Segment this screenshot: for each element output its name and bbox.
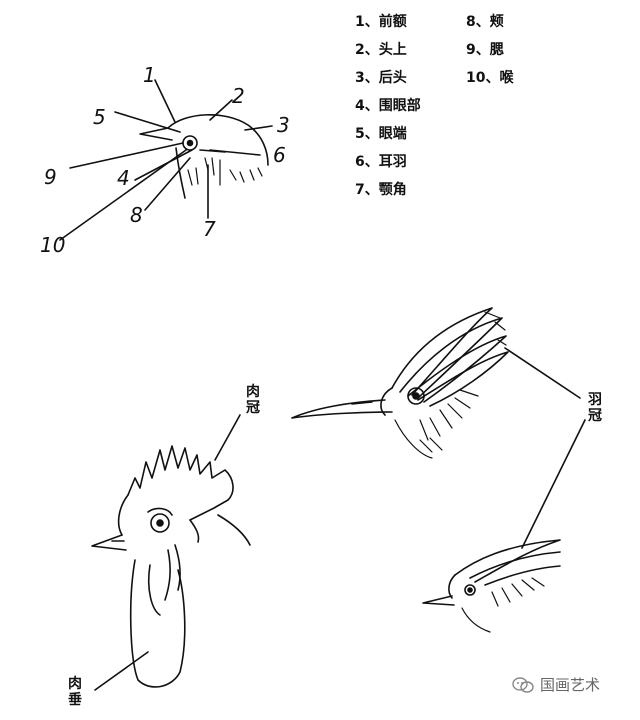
- legend-item: 8、颊: [466, 14, 504, 30]
- watermark: 国画艺术: [512, 674, 600, 695]
- legend-item: 5、眼端: [355, 126, 407, 142]
- part-number-2: 2: [232, 84, 245, 108]
- legend-item: 7、颚角: [355, 182, 407, 198]
- part-number-7: 7: [203, 217, 216, 241]
- legend-item: 1、前额: [355, 14, 407, 30]
- crested-bird-small: [422, 539, 561, 633]
- wechat-icon: [512, 676, 534, 693]
- part-number-8: 8: [130, 203, 143, 227]
- small-bird-head: [59, 79, 273, 241]
- label-crest: 羽冠: [588, 392, 602, 424]
- rooster-head: [91, 414, 251, 691]
- label-wattle: 肉垂: [68, 676, 82, 708]
- legend-item: 6、耳羽: [355, 154, 407, 170]
- part-number-5: 5: [93, 105, 106, 129]
- watermark-text: 国画艺术: [540, 676, 601, 694]
- legend-item: 3、后头: [355, 70, 407, 86]
- part-number-6: 6: [273, 143, 286, 167]
- label-comb: 肉冠: [246, 384, 260, 416]
- legend-column-1: 1、前额 2、头上 3、后头 4、围眼部 5、眼端 6、耳羽 7、颚角: [355, 8, 421, 204]
- part-number-3: 3: [277, 113, 290, 137]
- part-number-9: 9: [44, 165, 57, 189]
- legend-column-2: 8、颊 9、腮 10、喉: [466, 8, 513, 92]
- part-number-4: 4: [117, 166, 130, 190]
- crested-bird-large: [291, 307, 509, 459]
- legend-item: 9、腮: [466, 42, 504, 58]
- part-number-10: 10: [40, 233, 65, 257]
- legend-item: 10、喉: [466, 70, 514, 86]
- legend-item: 4、围眼部: [355, 98, 421, 114]
- legend-item: 2、头上: [355, 42, 407, 58]
- part-number-1: 1: [143, 63, 156, 87]
